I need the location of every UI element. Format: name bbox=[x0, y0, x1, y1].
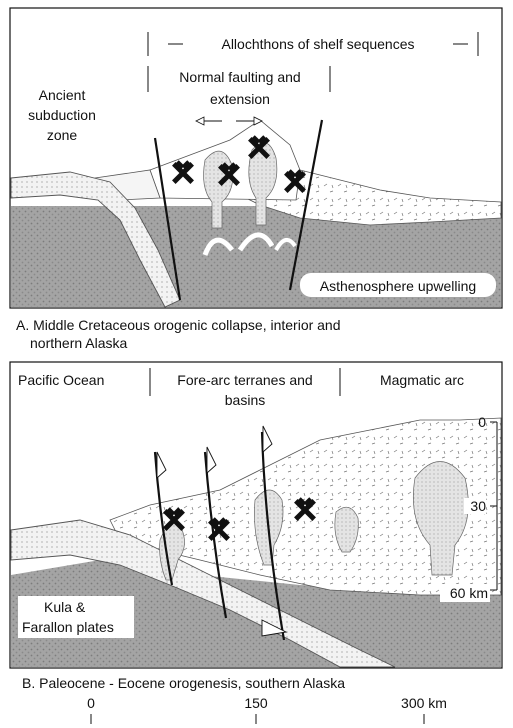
plates-label-line2: Farallon plates bbox=[22, 619, 114, 635]
asthenosphere-label: Asthenosphere upwelling bbox=[320, 278, 476, 294]
allochthons-label: Allochthons of shelf sequences bbox=[221, 36, 414, 52]
scale-label-0: 0 bbox=[87, 695, 95, 711]
pacific-ocean-label: Pacific Ocean bbox=[18, 372, 104, 388]
panel-a-caption-line2: northern Alaska bbox=[30, 335, 127, 351]
forearc-label-line2: basins bbox=[225, 392, 265, 408]
normal-faulting-label-line1: Normal faulting and bbox=[179, 69, 300, 85]
magmatic-arc-label: Magmatic arc bbox=[380, 372, 464, 388]
plates-label-line1: Kula & bbox=[44, 599, 86, 615]
forearc-label-line1: Fore-arc terranes and bbox=[177, 372, 312, 388]
scale-bar: 0 150 300 km bbox=[87, 695, 447, 724]
panel-b: Pacific Ocean Fore-arc terranes and basi… bbox=[10, 362, 502, 691]
normal-faulting-label-line2: extension bbox=[210, 91, 270, 107]
panel-a: Allochthons of shelf sequences Normal fa… bbox=[10, 8, 502, 351]
depth-label-30: 30 bbox=[470, 498, 486, 514]
depth-label-0: 0 bbox=[478, 414, 486, 430]
scale-label-150: 150 bbox=[244, 695, 268, 711]
ancient-subduction-label-line1: Ancient bbox=[39, 87, 86, 103]
ancient-subduction-label-line2: subduction bbox=[28, 107, 96, 123]
ancient-subduction-label-line3: zone bbox=[47, 127, 78, 143]
panel-b-caption: B. Paleocene - Eocene orogenesis, southe… bbox=[22, 675, 345, 691]
scale-label-300: 300 km bbox=[401, 695, 447, 711]
panel-a-caption-line1: A. Middle Cretaceous orogenic collapse, … bbox=[16, 317, 341, 333]
depth-label-60: 60 km bbox=[450, 585, 488, 601]
